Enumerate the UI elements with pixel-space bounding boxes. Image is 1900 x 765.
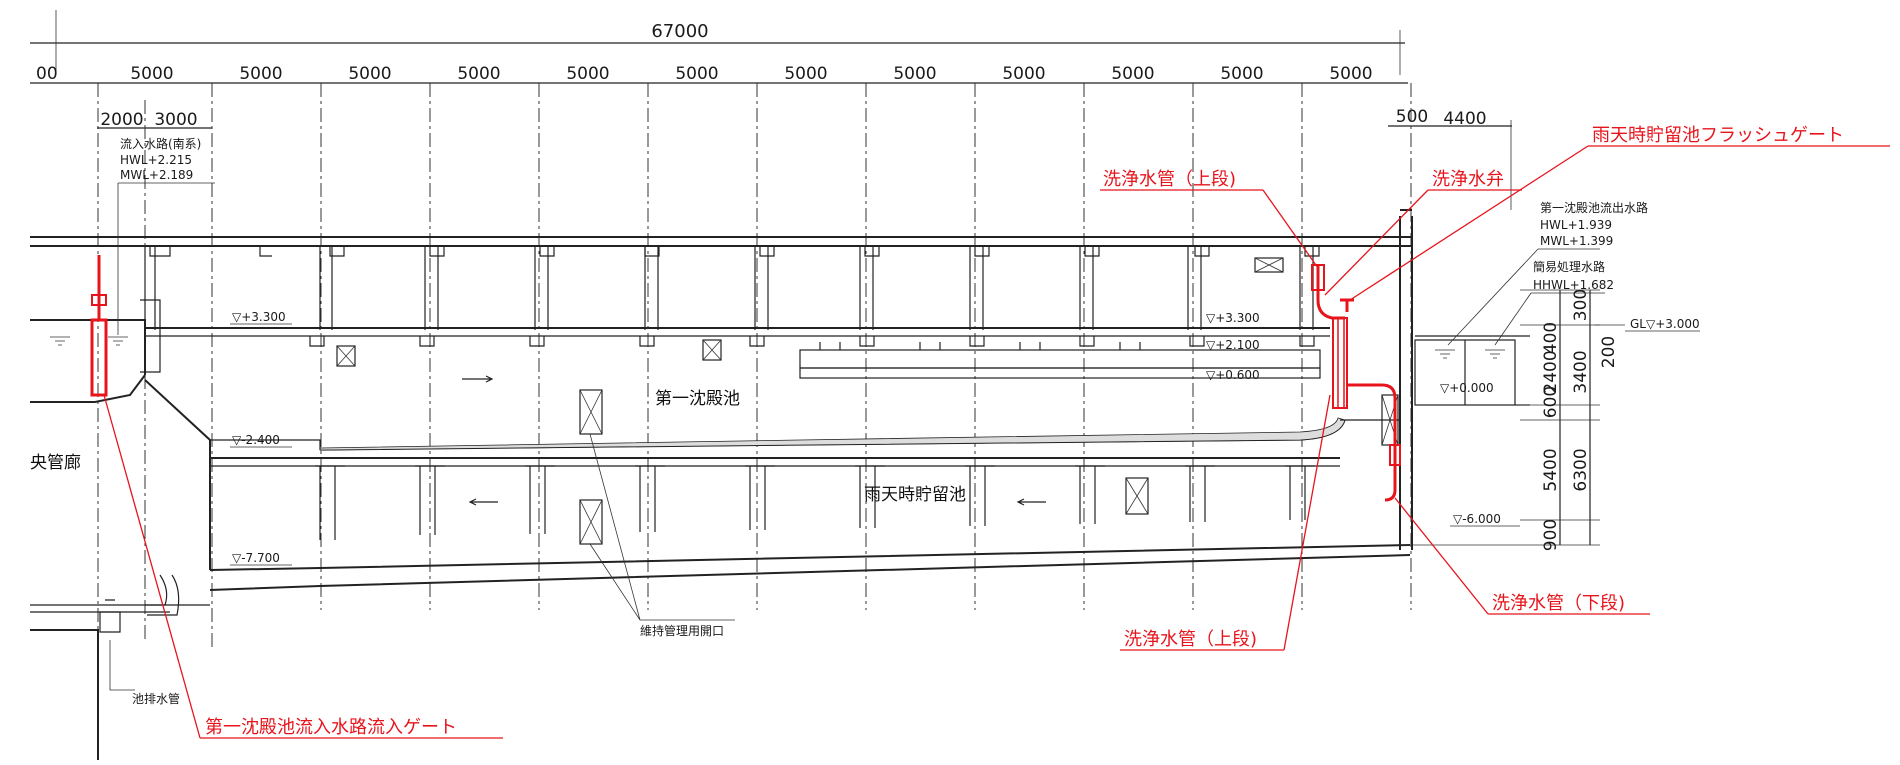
level-plus-0600: ▽+0.600 — [1206, 368, 1260, 382]
opening-box-1 — [336, 345, 356, 367]
overall-dimension-label: 67000 — [651, 21, 708, 42]
bay-dim-partial: 00 — [36, 64, 58, 84]
bay-dim-5: 5000 — [566, 64, 609, 84]
callout-flush-gate: 雨天時貯留池フラッシュゲート — [1592, 125, 1844, 146]
opening-box-6 — [1254, 257, 1284, 273]
bay-dim-9: 5000 — [1002, 64, 1045, 84]
vdim-900: 900 — [1541, 519, 1561, 551]
bay-dim-4: 5000 — [457, 64, 500, 84]
flow-arrows — [462, 375, 1046, 506]
right-dim-500: 500 — [1396, 107, 1428, 127]
vertical-dimensions: 300 400 2400 600 5400 900 200 3400 6300 — [1400, 289, 1625, 551]
bay-dimension-row: 00 5000 5000 5000 5000 5000 5000 5000 50… — [30, 64, 1512, 210]
red-callouts: 雨天時貯留池フラッシュゲート 洗浄水管（上段) 洗浄水弁 洗浄水管（下段) 洗浄… — [103, 125, 1890, 739]
drain-pipe — [99, 574, 180, 691]
outlet-note-mwl: MWL+1.399 — [1540, 234, 1613, 248]
vdim-600: 600 — [1541, 386, 1561, 418]
vdim-300: 300 — [1571, 289, 1591, 321]
bay-dim-3: 5000 — [348, 64, 391, 84]
bay-dim-12: 5000 — [1329, 64, 1372, 84]
inlet-channel-note: 流入水路(南系) HWL+2.215 MWL+2.189 — [117, 136, 215, 335]
maintenance-opening-label: 維持管理用開口 — [640, 623, 724, 638]
level-plus-3300-left: ▽+3.300 — [232, 310, 286, 324]
callout-wash-valve: 洗浄水弁 — [1432, 169, 1504, 190]
vdim-3400: 3400 — [1571, 350, 1591, 393]
storage-tank-label: 雨天時貯留池 — [864, 485, 966, 505]
inlet-note-title: 流入水路(南系) — [120, 136, 201, 151]
sub-dim-3000: 3000 — [154, 110, 197, 130]
vdim-2400: 2400 — [1541, 350, 1561, 393]
level-minus-2400: ▽-2.400 — [232, 433, 280, 447]
callout-wash-pipe-upper-bottom: 洗浄水管（上段) — [1124, 629, 1257, 650]
level-plus-2100: ▽+2.100 — [1206, 338, 1260, 352]
vdim-400: 400 — [1541, 322, 1561, 354]
outlet-note-title: 第一沈殿池流出水路 — [1540, 200, 1648, 215]
drain-pipe-label: 池排水管 — [132, 691, 180, 706]
bay-dim-6: 5000 — [675, 64, 718, 84]
vdim-5400: 5400 — [1541, 448, 1561, 491]
level-plus-3300-right: ▽+3.300 — [1206, 311, 1260, 325]
simple-channel-note: 簡易処理水路 HHWL+1.682 — [1494, 259, 1614, 346]
inlet-note-mwl: MWL+2.189 — [120, 168, 193, 182]
central-gallery-label: 央管廊 — [30, 453, 81, 473]
callout-wash-pipe-lower: 洗浄水管（下段) — [1492, 593, 1625, 614]
level-gl: GL▽+3.000 — [1630, 317, 1700, 331]
outlet-note-hwl: HWL+1.939 — [1540, 218, 1612, 232]
bay-dim-11: 5000 — [1220, 64, 1263, 84]
opening-box-5 — [1125, 477, 1149, 515]
settling-tank-label: 第一沈殿池 — [655, 389, 740, 409]
simple-note-title: 簡易処理水路 — [1533, 259, 1605, 274]
level-markers: ▽+3.300 ▽-2.400 ▽-7.700 ▽+3.300 ▽+2.100 … — [50, 310, 1700, 566]
inlet-note-hwl: HWL+2.215 — [120, 153, 192, 167]
opening-box-3 — [579, 389, 603, 435]
red-equipment — [90, 255, 1401, 502]
level-minus-6000: ▽-6.000 — [1453, 512, 1501, 526]
opening-box-2 — [702, 339, 722, 361]
overall-dimension: 67000 — [30, 10, 1405, 75]
opening-box-4 — [579, 499, 603, 545]
sub-dim-2000: 2000 — [100, 110, 143, 130]
callout-wash-pipe-upper-top: 洗浄水管（上段) — [1103, 169, 1236, 190]
bay-dim-8: 5000 — [893, 64, 936, 84]
simple-note-hhwl: HHWL+1.682 — [1533, 278, 1614, 292]
bay-dim-10: 5000 — [1111, 64, 1154, 84]
callout-inlet-gate: 第一沈殿池流入水路流入ゲート — [205, 717, 457, 738]
level-plus-0000: ▽+0.000 — [1440, 381, 1494, 395]
bay-dim-2: 5000 — [239, 64, 282, 84]
maintenance-leaders — [589, 433, 735, 621]
tank-structure — [30, 209, 1530, 760]
vdim-6300: 6300 — [1571, 448, 1591, 491]
vdim-200: 200 — [1599, 336, 1619, 368]
outlet-channel-note: 第一沈殿池流出水路 HWL+1.939 MWL+1.399 — [1447, 200, 1648, 346]
bay-dim-1: 5000 — [130, 64, 173, 84]
bay-dim-7: 5000 — [784, 64, 827, 84]
level-minus-7700: ▽-7.700 — [232, 551, 280, 565]
right-dim-4400: 4400 — [1443, 109, 1486, 129]
